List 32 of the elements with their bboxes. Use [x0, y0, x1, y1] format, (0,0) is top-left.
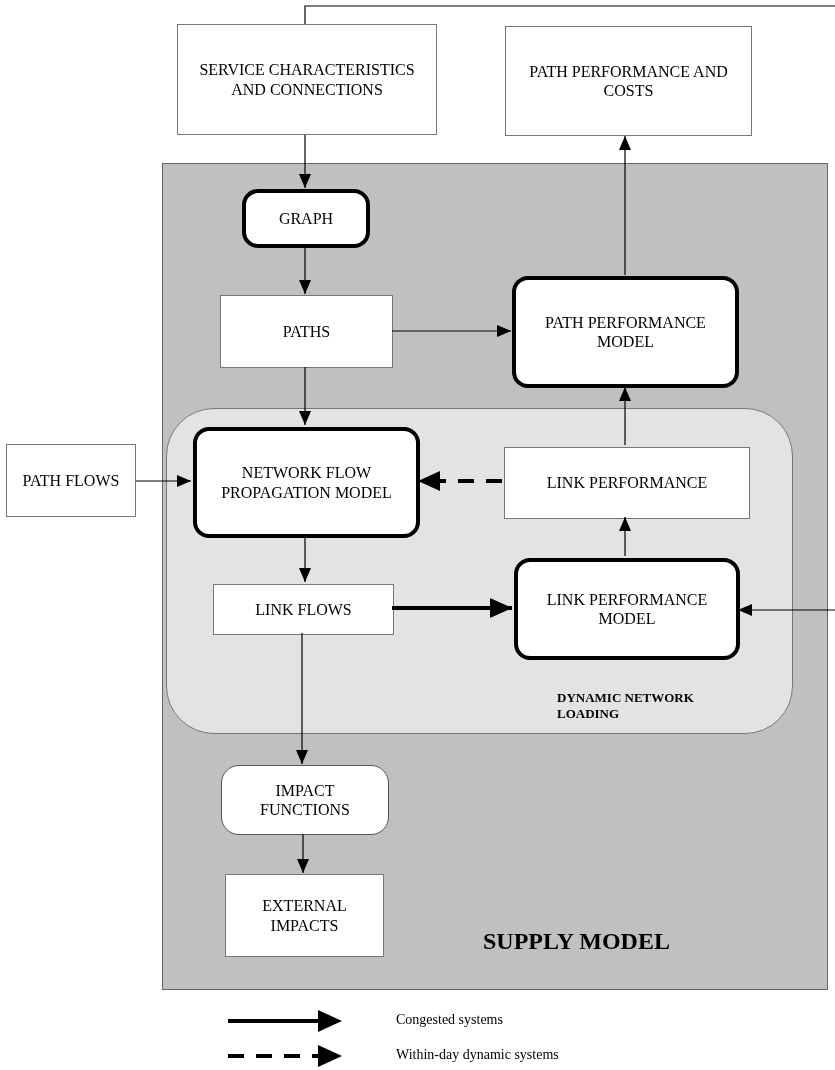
arrow [619, 516, 631, 557]
model-box: PATH PERFORMANCE MODEL [512, 276, 739, 388]
arrow [297, 833, 309, 874]
process-box: LINK FLOWS [213, 584, 394, 635]
arrow [391, 325, 512, 337]
arrow [299, 366, 311, 426]
legend-text: Within-day dynamic systems [396, 1048, 559, 1062]
arrow [392, 598, 512, 618]
legend-text: Congested systems [396, 1013, 503, 1027]
arrow [296, 632, 308, 765]
arrow [619, 135, 631, 276]
process-box: PATH FLOWS [6, 444, 136, 517]
supply-model-panel [162, 163, 828, 990]
panel-title: SUPPLY MODEL [483, 927, 671, 956]
panel-title: DYNAMIC NETWORK LOADING [557, 690, 695, 723]
arrow [299, 535, 311, 583]
arrow [299, 134, 311, 189]
process-box: EXTERNAL IMPACTS [225, 874, 384, 957]
process-box: SERVICE CHARACTERISTICS AND CONNECTIONS [177, 24, 437, 135]
arrow [299, 246, 311, 295]
process-box: PATH PERFORMANCE AND COSTS [505, 26, 752, 136]
arrow [737, 604, 835, 616]
arrow [619, 386, 631, 446]
model-box: GRAPH [242, 189, 370, 248]
network-loading-panel [166, 408, 793, 734]
arrow [135, 475, 192, 487]
arrow [418, 471, 502, 491]
model-box: LINK PERFORMANCE MODEL [514, 558, 740, 660]
function-box: IMPACT FUNCTIONS [221, 765, 389, 835]
process-box: PATHS [220, 295, 393, 368]
model-box: NETWORK FLOW PROPAGATION MODEL [193, 427, 420, 538]
process-box: LINK PERFORMANCE [504, 447, 750, 519]
